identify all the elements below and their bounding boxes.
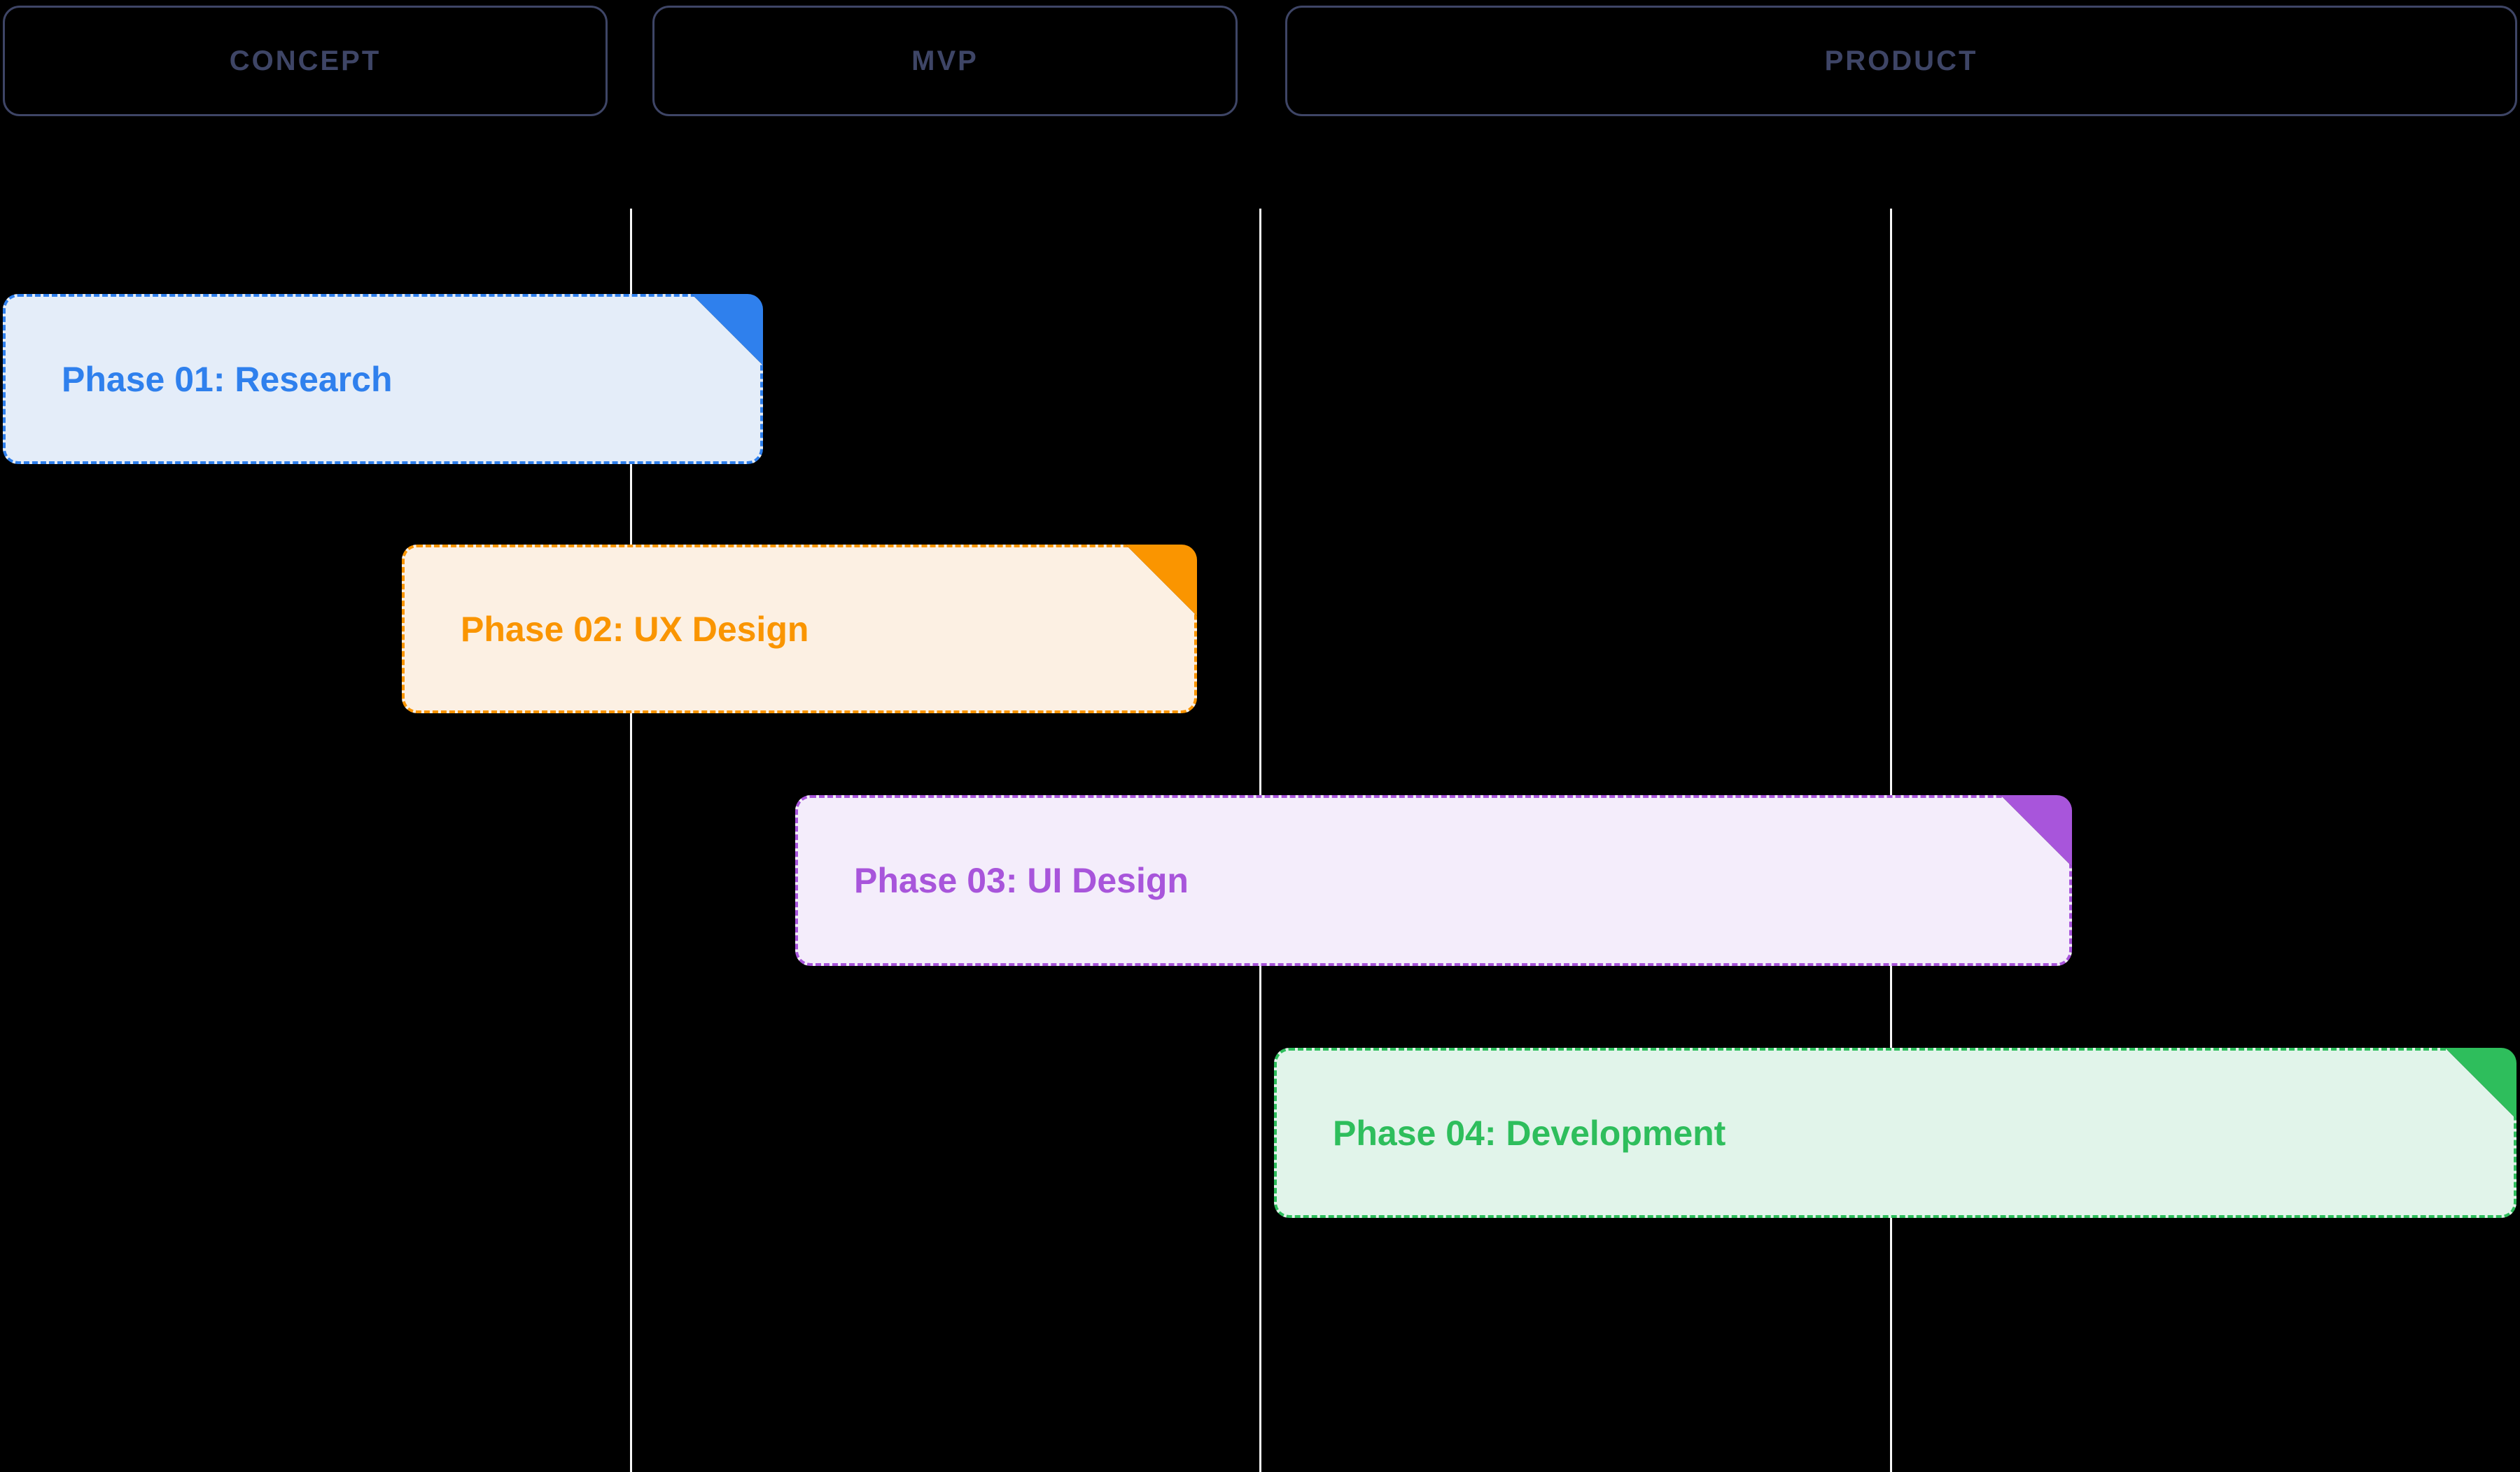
phase-bar-body: Phase 02: UX Design	[402, 545, 1197, 713]
stage-header-mvp[interactable]: MVP	[652, 6, 1238, 116]
phase-label: Phase 01: Research	[62, 359, 393, 399]
phase-label: Phase 02: UX Design	[461, 609, 809, 649]
phase-bar-body: Phase 04: Development	[1274, 1048, 2516, 1218]
stage-header-label: PRODUCT	[1824, 45, 1978, 76]
phase-bar-body: Phase 01: Research	[3, 294, 763, 464]
stage-header-concept[interactable]: CONCEPT	[3, 6, 608, 116]
phase-bar-ux-design[interactable]: Phase 02: UX Design	[402, 545, 1197, 713]
phase-label: Phase 03: UI Design	[854, 861, 1189, 900]
column-divider-line-1	[630, 209, 632, 1472]
phase-bar-development[interactable]: Phase 04: Development	[1274, 1048, 2516, 1218]
phase-bar-ui-design[interactable]: Phase 03: UI Design	[795, 795, 2072, 966]
phase-bar-body: Phase 03: UI Design	[795, 795, 2072, 966]
stage-header-label: CONCEPT	[229, 45, 382, 76]
stage-header-product[interactable]: PRODUCT	[1285, 6, 2517, 116]
phase-bar-research[interactable]: Phase 01: Research	[3, 294, 763, 464]
phase-label: Phase 04: Development	[1333, 1113, 1726, 1153]
stage-header-label: MVP	[911, 45, 979, 76]
